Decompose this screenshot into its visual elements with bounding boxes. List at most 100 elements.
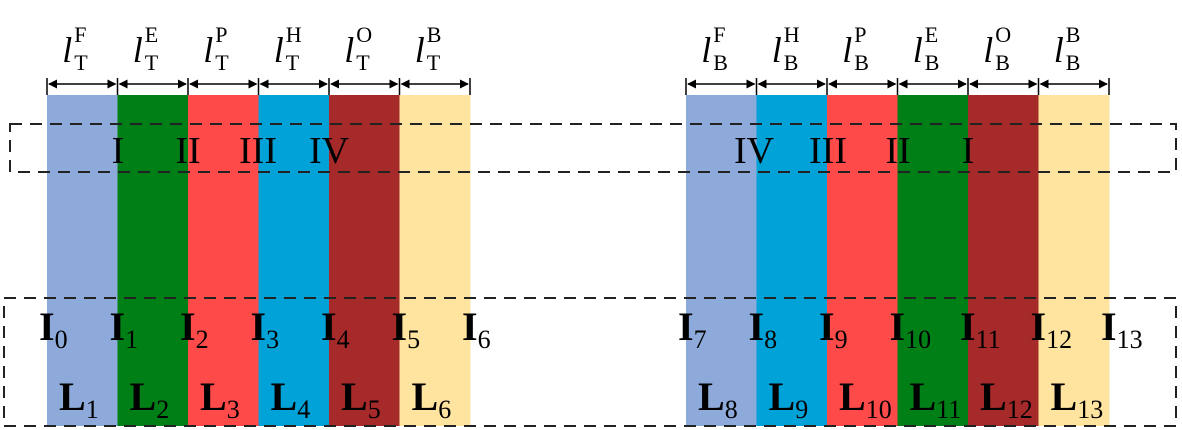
top-layer-label-5: L5: [341, 374, 381, 424]
svg-text:B: B: [784, 50, 799, 75]
svg-text:T: T: [145, 50, 159, 75]
top-interface-label-7: I6: [462, 304, 491, 354]
bottom-layer-label-6: L13: [1051, 374, 1104, 424]
svg-text:T: T: [215, 50, 229, 75]
top-layer-column-2: [117, 95, 189, 426]
top-roman-2: II: [175, 130, 200, 172]
top-layer-label-1: L1: [59, 374, 99, 424]
svg-text:E: E: [145, 22, 158, 47]
bottom-layer-label-2: L9: [769, 374, 809, 424]
top-interface-label-4: I3: [251, 304, 280, 354]
bottom-interface-label-4: I10: [890, 304, 932, 354]
bottom-interface-label-5: I11: [960, 304, 1001, 354]
svg-text:B: B: [1066, 50, 1081, 75]
svg-text:T: T: [286, 50, 300, 75]
bottom-layer-column-4: [897, 95, 969, 426]
svg-text:l: l: [1054, 30, 1064, 70]
top-layer-column-4: [258, 95, 330, 426]
svg-text:l: l: [344, 30, 354, 70]
svg-text:l: l: [62, 30, 72, 70]
roman-dashed-box: [9, 123, 1177, 173]
bottom-interface-label-6: I12: [1031, 304, 1073, 354]
svg-text:E: E: [925, 22, 938, 47]
bottom-roman-1: IV: [734, 130, 775, 172]
svg-text:l: l: [842, 30, 852, 70]
svg-text:H: H: [286, 22, 302, 47]
bottom-layer-label-5: L12: [980, 374, 1033, 424]
svg-text:B: B: [713, 50, 728, 75]
svg-text:O: O: [356, 22, 372, 47]
top-layer-column-3: [188, 95, 259, 426]
svg-text:T: T: [427, 50, 441, 75]
bottom-layer-column-3: [827, 95, 898, 426]
bottom-layer-label-1: L8: [698, 374, 738, 424]
layer-columns: [47, 95, 1110, 426]
top-roman-1: I: [112, 130, 125, 172]
svg-text:B: B: [925, 50, 940, 75]
svg-text:l: l: [133, 30, 143, 70]
bottom-layer-label-4: L11: [910, 374, 962, 424]
top-layer-label-4: L4: [271, 374, 311, 424]
top-interface-label-3: I2: [180, 304, 209, 354]
svg-text:T: T: [356, 50, 370, 75]
top-layer-column-5: [329, 95, 400, 426]
top-layer-label-6: L6: [412, 374, 452, 424]
svg-text:B: B: [427, 22, 442, 47]
bottom-layer-column-6: [1038, 95, 1110, 426]
top-interface-label-1: I0: [39, 304, 68, 354]
dimension-arrows: [46, 78, 1110, 95]
interface-dashed-box: [3, 297, 1177, 427]
svg-text:O: O: [995, 22, 1011, 47]
svg-text:l: l: [203, 30, 213, 70]
top-interface-label-6: I5: [392, 304, 421, 354]
dashed-boxes: [3, 123, 1177, 427]
bottom-roman-2: III: [809, 130, 847, 172]
top-roman-3: III: [239, 130, 277, 172]
svg-text:H: H: [784, 22, 800, 47]
svg-text:l: l: [274, 30, 284, 70]
svg-text:l: l: [415, 30, 425, 70]
svg-text:l: l: [701, 30, 711, 70]
bottom-interface-label-7: I13: [1101, 304, 1143, 354]
svg-text:F: F: [74, 22, 86, 47]
bottom-interface-label-1: I7: [678, 304, 707, 354]
svg-text:B: B: [995, 50, 1010, 75]
svg-text:l: l: [983, 30, 993, 70]
svg-text:l: l: [772, 30, 782, 70]
bottom-interface-label-2: I8: [749, 304, 778, 354]
svg-text:P: P: [215, 22, 227, 47]
svg-text:B: B: [1066, 22, 1081, 47]
bottom-roman-3: II: [885, 130, 910, 172]
bottom-layer-column-5: [968, 95, 1039, 426]
top-layer-label-3: L3: [200, 374, 240, 424]
bottom-interface-label-3: I9: [819, 304, 848, 354]
svg-text:T: T: [74, 50, 88, 75]
bottom-layer-column-2: [756, 95, 828, 426]
svg-text:F: F: [713, 22, 725, 47]
top-roman-4: IV: [309, 130, 350, 172]
svg-text:l: l: [913, 30, 923, 70]
top-layer-column-6: [399, 95, 471, 426]
top-interface-label-2: I1: [110, 304, 139, 354]
bottom-roman-4: I: [962, 130, 975, 172]
top-layer-label-2: L2: [130, 374, 170, 424]
svg-text:P: P: [854, 22, 866, 47]
bottom-layer-label-3: L10: [839, 374, 892, 424]
top-layer-column-1: [47, 95, 118, 426]
svg-text:B: B: [854, 50, 869, 75]
top-interface-label-5: I4: [321, 304, 350, 354]
